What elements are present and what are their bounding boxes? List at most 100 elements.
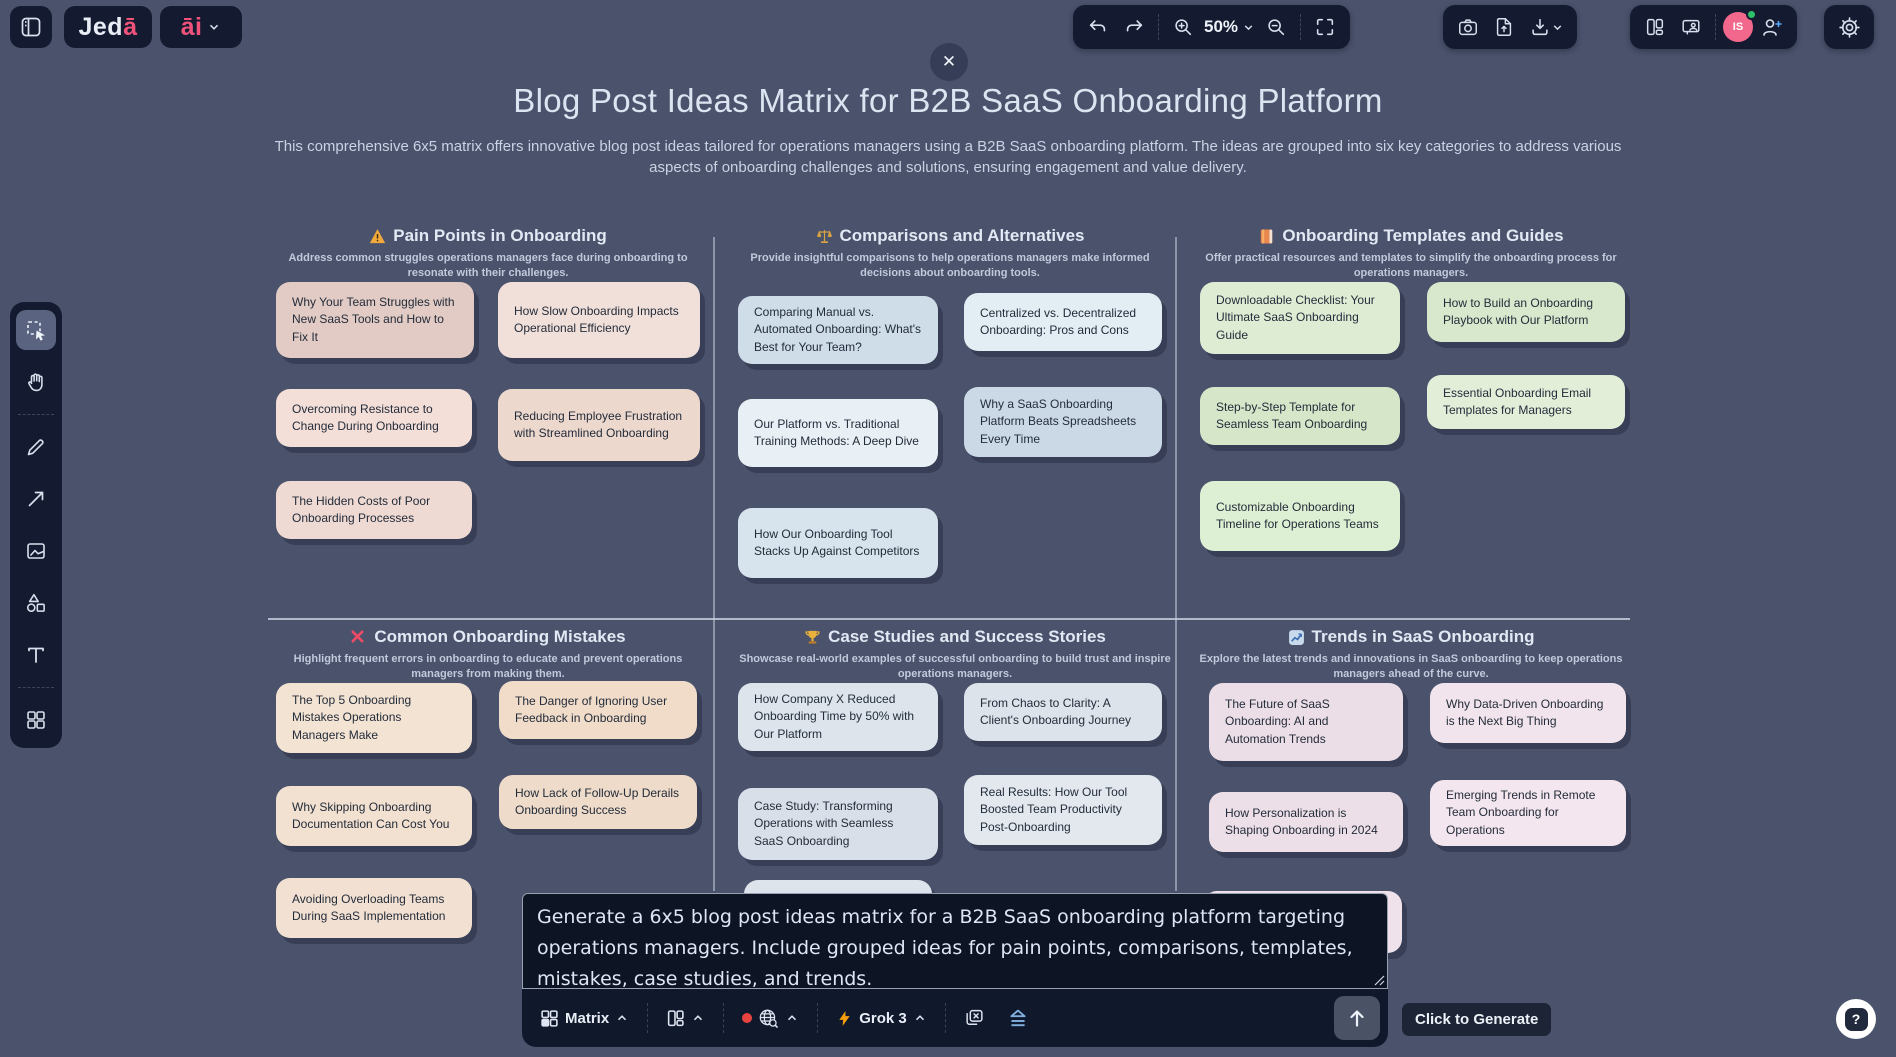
section-title: Common Onboarding Mistakes (268, 627, 708, 647)
sticky-note[interactable]: How to Build an Onboarding Playbook with… (1427, 282, 1625, 342)
image-tool[interactable] (16, 531, 56, 571)
settings-toolbar (1824, 5, 1874, 49)
select-tool[interactable] (16, 310, 56, 350)
zoom-in-button[interactable] (1166, 10, 1200, 44)
sticky-note[interactable]: Step-by-Step Template for Seamless Team … (1200, 387, 1400, 445)
sticky-note[interactable]: How Lack of Follow-Up Derails Onboarding… (499, 775, 697, 829)
sticky-note[interactable]: Emerging Trends in Remote Team Onboardin… (1430, 780, 1626, 846)
output-mode-dropdown[interactable]: Matrix (534, 1003, 635, 1034)
text-tool[interactable] (16, 635, 56, 675)
sticky-note[interactable]: How Company X Reduced Onboarding Time by… (738, 683, 938, 751)
image-icon (27, 543, 45, 559)
hand-tool[interactable] (16, 362, 56, 402)
generate-button[interactable] (1334, 996, 1380, 1040)
fit-screen-button[interactable] (1308, 10, 1342, 44)
sidebar-toggle-button[interactable] (10, 6, 52, 48)
camera-icon (1459, 19, 1477, 36)
sticky-note[interactable]: Avoiding Overloading Teams During SaaS I… (276, 878, 472, 938)
sticky-note[interactable]: How Our Onboarding Tool Stacks Up Agains… (738, 508, 938, 578)
sticky-note[interactable]: Customizable Onboarding Timeline for Ope… (1200, 481, 1400, 551)
sticky-note[interactable]: Downloadable Checklist: Your Ultimate Sa… (1200, 282, 1400, 354)
sticky-note-text: Why Skipping Onboarding Documentation Ca… (292, 799, 450, 831)
web-globe-search-icon (759, 1009, 779, 1028)
sticky-note[interactable]: The Top 5 Onboarding Mistakes Operations… (276, 683, 472, 753)
sticky-note-text: From Chaos to Clarity: A Client's Onboar… (980, 695, 1132, 727)
screenshot-button[interactable] (1451, 10, 1485, 44)
sticky-note[interactable]: Our Platform vs. Traditional Training Me… (738, 399, 938, 467)
redo-button[interactable] (1117, 10, 1151, 44)
sticky-note[interactable]: Centralized vs. Decentralized Onboarding… (964, 293, 1162, 351)
zoom-level-value: 50% (1204, 17, 1239, 36)
clear-chat-button[interactable] (958, 1002, 991, 1035)
sticky-note[interactable]: Real Results: How Our Tool Boosted Team … (964, 775, 1162, 845)
collapse-up-icon (1010, 1009, 1026, 1027)
download-dropdown-button[interactable] (1523, 10, 1569, 44)
chevron-up-icon (694, 1015, 703, 1021)
templates-tool[interactable] (16, 700, 56, 740)
layout-dropdown[interactable] (660, 1003, 711, 1034)
sticky-note[interactable]: How Slow Onboarding Impacts Operational … (498, 282, 700, 358)
sticky-note[interactable]: Comparing Manual vs. Automated Onboardin… (738, 296, 938, 364)
help-button[interactable]: ? (1836, 999, 1876, 1039)
zoom-out-button[interactable] (1259, 10, 1293, 44)
settings-button[interactable] (1832, 10, 1866, 44)
sticky-note-text: Comparing Manual vs. Automated Onboardin… (754, 304, 922, 354)
sticky-note[interactable]: Essential Onboarding Email Templates for… (1427, 375, 1625, 429)
shapes-tool[interactable] (16, 583, 56, 623)
sticky-note[interactable]: Why a SaaS Onboarding Platform Beats Spr… (964, 387, 1162, 457)
sticky-note-text: How Our Onboarding Tool Stacks Up Agains… (754, 526, 920, 558)
presenter-icon (1682, 19, 1700, 35)
prompt-input[interactable]: Generate a 6x5 blog post ideas matrix fo… (522, 893, 1388, 989)
sticky-note[interactable]: Overcoming Resistance to Change During O… (276, 389, 472, 447)
arrow-tool[interactable] (16, 479, 56, 519)
sticky-note[interactable]: From Chaos to Clarity: A Client's Onboar… (964, 683, 1162, 741)
sticky-note[interactable]: The Hidden Costs of Poor Onboarding Proc… (276, 481, 472, 539)
pen-tool[interactable] (16, 427, 56, 467)
zoom-level-dropdown[interactable]: 50% (1202, 17, 1257, 37)
sticky-note[interactable]: Why Data-Driven Onboarding is the Next B… (1430, 683, 1626, 743)
section-title-text: Onboarding Templates and Guides (1282, 226, 1564, 245)
sticky-note-text: How to Build an Onboarding Playbook with… (1443, 295, 1594, 327)
present-button[interactable] (1674, 10, 1708, 44)
undo-button[interactable] (1081, 10, 1115, 44)
sticky-note[interactable]: The Future of SaaS Onboarding: AI and Au… (1209, 683, 1403, 761)
model-dropdown[interactable]: Grok 3 (830, 1004, 933, 1033)
sticky-note-text: Customizable Onboarding Timeline for Ope… (1216, 499, 1379, 531)
matrix-column-divider (713, 237, 715, 891)
sticky-note-text: How Personalization is Shaping Onboardin… (1225, 805, 1378, 837)
chevron-down-icon (1553, 24, 1561, 30)
jeda-logo-button[interactable]: Jedā (64, 6, 152, 48)
ai-menu-button[interactable]: āi (160, 6, 242, 48)
undo-icon (1089, 20, 1106, 32)
tools-sidebar (10, 302, 62, 748)
sticky-note[interactable]: Why Your Team Struggles with New SaaS To… (276, 282, 474, 358)
invite-user-button[interactable] (1755, 10, 1789, 44)
sticky-note[interactable]: Case Study: Transforming Operations with… (738, 788, 938, 860)
collapse-panel-button[interactable] (1001, 1001, 1035, 1035)
sticky-note[interactable]: How Personalization is Shaping Onboardin… (1209, 792, 1403, 852)
sticky-note-text: Case Study: Transforming Operations with… (754, 798, 894, 848)
user-avatar[interactable]: IS (1723, 9, 1757, 42)
toolbar-separator (944, 1003, 946, 1033)
sticky-note[interactable]: The Danger of Ignoring User Feedback in … (499, 681, 697, 739)
chevron-down-icon (1244, 24, 1253, 30)
web-search-dropdown[interactable] (736, 1002, 805, 1035)
collaboration-toolbar: IS (1630, 5, 1797, 49)
output-mode-label: Matrix (565, 1009, 610, 1027)
matrix-grid-icon (541, 1009, 558, 1027)
sticky-note[interactable]: Why Skipping Onboarding Documentation Ca… (276, 786, 472, 846)
section-description: Explore the latest trends and innovation… (1199, 653, 1623, 681)
toolbar-separator (647, 1003, 649, 1033)
section-title: Case Studies and Success Stories (730, 627, 1180, 647)
shapes-icon (26, 593, 45, 612)
upload-button[interactable] (1487, 10, 1521, 44)
panels-button[interactable] (1638, 10, 1672, 44)
close-board-button[interactable]: ✕ (930, 43, 968, 81)
chart-icon (1288, 629, 1305, 646)
history-zoom-toolbar: 50% (1073, 5, 1351, 49)
sticky-note-text: How Lack of Follow-Up Derails Onboarding… (515, 785, 680, 817)
sticky-note[interactable]: Reducing Employee Frustration with Strea… (498, 389, 700, 461)
ai-prompt-panel: Generate a 6x5 blog post ideas matrix fo… (522, 893, 1388, 1047)
